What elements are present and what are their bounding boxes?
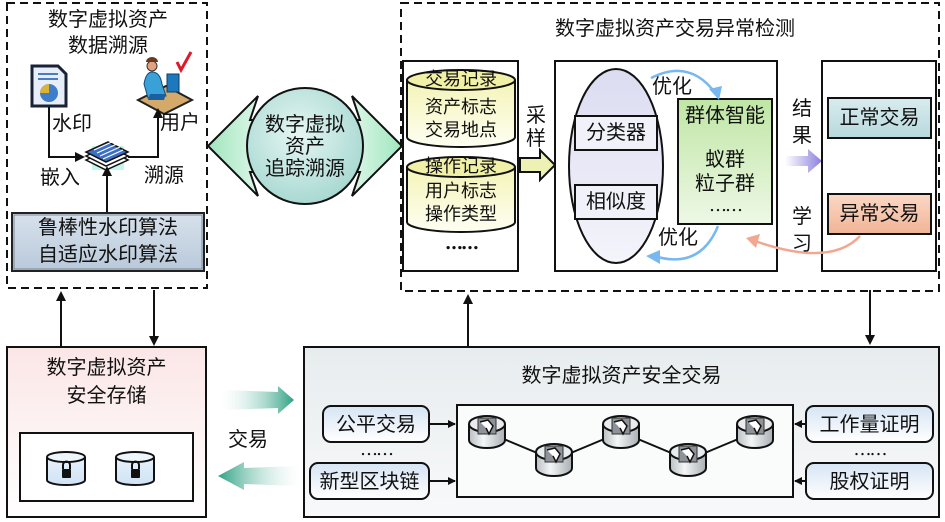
trade-label: 交易: [228, 427, 268, 451]
router-node-icon: [602, 415, 640, 449]
trace-label: 溯源: [144, 163, 184, 187]
sample-label-1: 采: [526, 103, 546, 127]
hub-line3: 追踪溯源: [265, 156, 345, 180]
algorithm-adaptive: 自适应水印算法: [38, 242, 178, 266]
storage-title-line2: 安全存储: [66, 383, 147, 407]
document-icon: [30, 64, 68, 108]
tracing-title-line1: 数字虚拟资产: [48, 7, 168, 31]
classifier-box: 分类器: [586, 120, 646, 144]
user-computer-icon: [135, 57, 195, 116]
result-label-2: 果: [792, 123, 812, 147]
trade-arrow-right: [222, 386, 294, 414]
db-ellipsis: ……: [445, 233, 479, 254]
db2-line1: 用户标志: [425, 181, 497, 202]
tracing-title-line2: 数据溯源: [68, 33, 148, 57]
blockchain-network: [468, 415, 774, 477]
abnormal-transaction: 异常交易: [839, 201, 920, 225]
swarm-title: 群体智能: [685, 103, 765, 127]
db2-header: 操作记录: [425, 156, 497, 177]
storage-title-line1: 数字虚拟资产: [46, 355, 167, 379]
router-node-icon: [669, 443, 707, 477]
swarm-particle: 粒子群: [695, 171, 755, 195]
sample-label-2: 样: [526, 126, 546, 150]
swarm-ellipsis: ……: [709, 195, 743, 216]
db1-header: 交易记录: [425, 69, 497, 90]
algorithm-robust: 鲁棒性水印算法: [38, 215, 178, 239]
router-node-icon: [736, 415, 774, 449]
locked-database-icon: [115, 451, 155, 486]
proof-of-work-pill: 工作量证明: [819, 412, 920, 436]
result-arrow: [785, 149, 822, 173]
trade-arrow-left: [218, 462, 300, 490]
chain-link: [486, 431, 555, 461]
embed-label: 嵌入: [40, 165, 80, 189]
watermark-label: 水印: [52, 111, 92, 135]
normal-transaction: 正常交易: [839, 105, 920, 129]
locked-database-icon: [46, 451, 86, 486]
left-ellipsis: ……: [360, 439, 394, 460]
hub-line1: 数字虚拟: [265, 112, 345, 136]
result-label-1: 结: [792, 96, 812, 120]
chain-link: [687, 431, 756, 461]
user-label: 用户: [160, 110, 200, 134]
fair-trade-pill: 公平交易: [336, 412, 416, 436]
db1-line1: 资产标志: [425, 97, 497, 118]
proof-of-stake-pill: 股权证明: [829, 469, 910, 493]
document-stack-icon: [84, 140, 130, 171]
chain-link: [620, 431, 689, 461]
optimize-label-top: 优化: [652, 74, 692, 98]
chain-link: [553, 431, 622, 461]
right-ellipsis: ……: [853, 439, 888, 460]
sample-arrow: [519, 147, 557, 183]
hub-line2: 资产: [285, 134, 325, 158]
similarity-box: 相似度: [586, 189, 646, 213]
secure-trade-title: 数字虚拟资产安全交易: [521, 363, 722, 387]
swarm-ant-colony: 蚁群: [705, 147, 745, 171]
optimize-label-bottom: 优化: [658, 225, 698, 249]
db1-line2: 交易地点: [425, 120, 497, 141]
db2-line2: 操作类型: [425, 204, 497, 225]
new-blockchain-pill: 新型区块链: [319, 469, 420, 493]
learn-label-2: 习: [792, 231, 812, 255]
learn-label-1: 学: [792, 204, 812, 228]
router-node-icon: [468, 415, 506, 449]
router-node-icon: [535, 443, 573, 477]
detection-title: 数字虚拟资产交易异常检测: [555, 16, 795, 40]
